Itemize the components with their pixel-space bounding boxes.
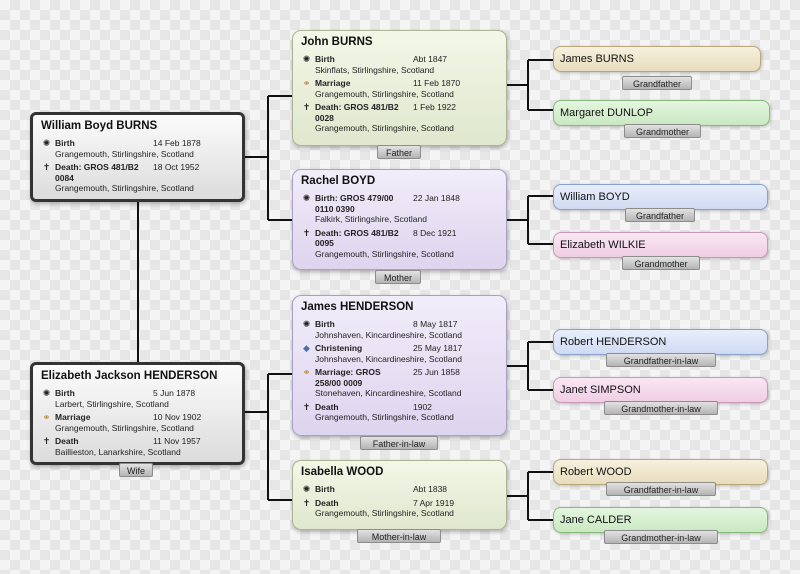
relation-tab-grandmother-in-law: Grandmother-in-law — [604, 401, 718, 415]
person-card-james-burns[interactable]: James BURNS — [553, 46, 761, 72]
root-parents-connector — [245, 95, 292, 221]
birth-icon: ✺ — [302, 319, 311, 329]
person-name: Isabella WOOD — [301, 466, 384, 478]
birth-icon: ✺ — [42, 138, 51, 148]
person-card-jane-calder[interactable]: Jane CALDER — [553, 507, 768, 533]
relation-tab-father-in-law: Father-in-law — [360, 436, 438, 450]
birth-icon: ✺ — [302, 54, 311, 64]
person-card-janet-simpson[interactable]: Janet SIMPSON — [553, 377, 768, 403]
relation-tab-father: Father — [377, 145, 421, 159]
person-name: William Boyd BURNS — [41, 120, 158, 132]
mother-grandparents-connector — [507, 195, 553, 245]
mil-grandparents-connector — [507, 471, 553, 521]
death-cross-icon: ✝ — [302, 227, 311, 238]
death-cross-icon: ✝ — [42, 436, 51, 446]
birth-icon: ✺ — [42, 388, 51, 398]
marriage-rings-icon: ⚭ — [42, 412, 51, 422]
relation-tab-mother: Mother — [375, 270, 421, 284]
relation-tab-grandfather: Grandfather — [622, 76, 692, 90]
person-card-robert-henderson[interactable]: Robert HENDERSON — [553, 329, 768, 355]
relation-tab-grandfather-in-law: Grandfather-in-law — [606, 482, 716, 496]
death-cross-icon: ✝ — [42, 162, 51, 172]
relation-tab-grandmother: Grandmother — [622, 256, 700, 270]
birth-icon: ✺ — [302, 484, 311, 494]
relation-tab-mother-in-law: Mother-in-law — [357, 529, 441, 543]
relation-tab-grandfather: Grandfather — [625, 208, 695, 222]
relation-tab-grandmother-in-law: Grandmother-in-law — [604, 530, 718, 544]
relation-tab-wife: Wife — [119, 463, 153, 477]
death-cross-icon: ✝ — [302, 497, 311, 508]
person-name: James HENDERSON — [301, 301, 414, 313]
christening-icon: ◆ — [303, 343, 310, 353]
person-card-margaret-dunlop[interactable]: Margaret DUNLOP — [553, 100, 770, 126]
fil-grandparents-connector — [507, 341, 553, 391]
marriage-rings-icon: ⚭ — [302, 78, 311, 88]
birth-icon: ✺ — [302, 193, 311, 203]
person-name: John BURNS — [301, 36, 373, 48]
marriage-rings-icon: ⚭ — [302, 367, 311, 377]
death-cross-icon: ✝ — [302, 401, 311, 412]
person-card-elizabeth-wilkie[interactable]: Elizabeth WILKIE — [553, 232, 768, 258]
person-name: Rachel BOYD — [301, 175, 376, 187]
person-card-william-boyd[interactable]: William BOYD — [553, 184, 768, 210]
relation-tab-grandmother: Grandmother — [624, 124, 701, 138]
spouse-parents-connector — [245, 373, 292, 501]
death-cross-icon: ✝ — [302, 102, 311, 112]
father-grandparents-connector — [507, 59, 553, 111]
relation-tab-grandfather-in-law: Grandfather-in-law — [606, 353, 716, 367]
person-name: Elizabeth Jackson HENDERSON — [41, 370, 218, 382]
